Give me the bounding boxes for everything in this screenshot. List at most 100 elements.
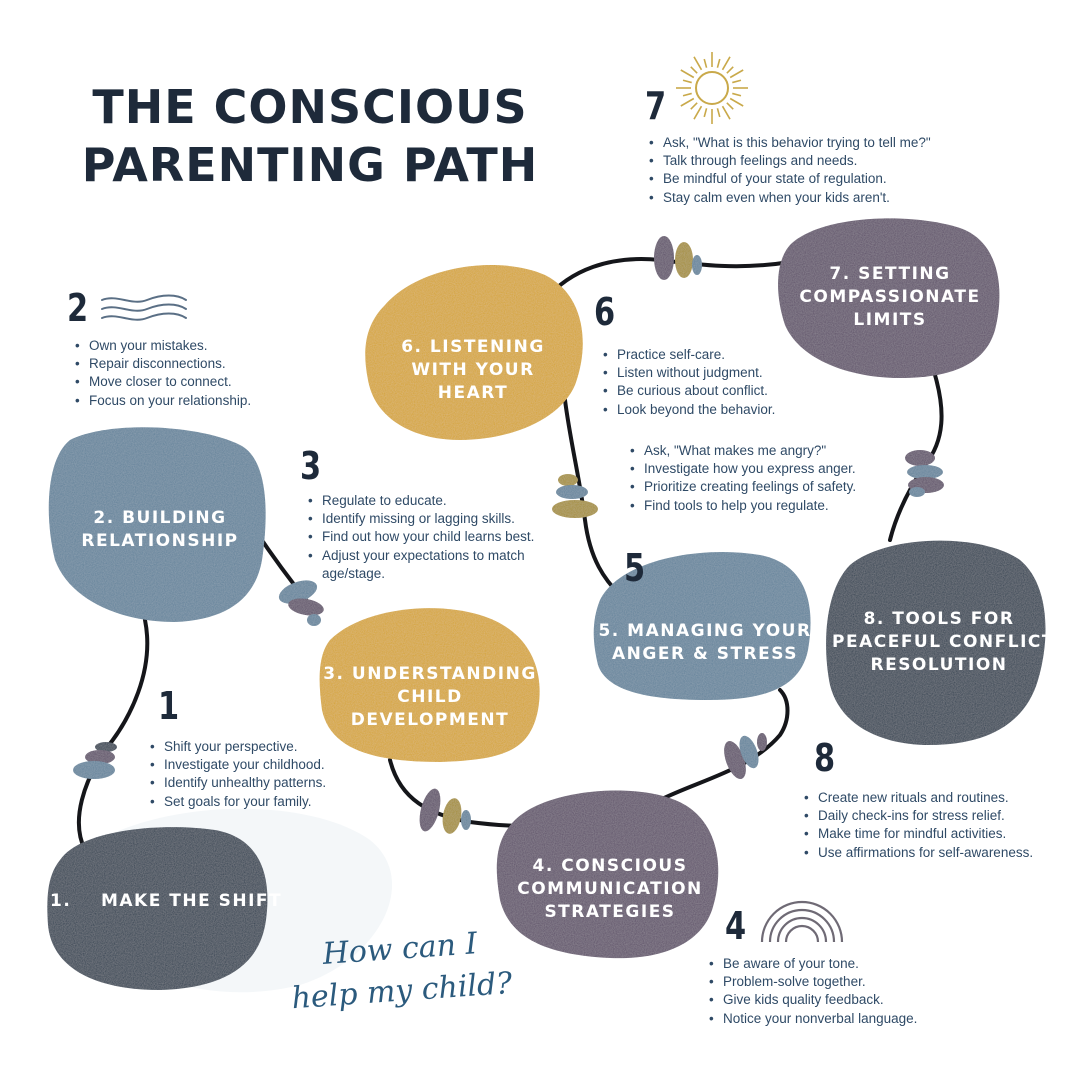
stone-4-line-2: COMMUNICATION xyxy=(517,879,703,899)
title-line-1: THE CONSCIOUS xyxy=(92,80,528,134)
step-number-2: 2 xyxy=(67,286,89,330)
sun-ray xyxy=(721,56,731,71)
tip-item: Make time for mindful activities. xyxy=(804,825,1033,843)
sun-ray xyxy=(726,102,734,110)
tip-item: Identify unhealthy patterns. xyxy=(150,774,326,792)
tip-item: Practice self-care. xyxy=(603,346,775,364)
step-number-7: 7 xyxy=(645,84,667,128)
tips-list-2: Own your mistakes. Repair disconnections… xyxy=(75,337,251,410)
tip-item: Ask, "What makes me angry?" xyxy=(630,442,856,460)
stone-5 xyxy=(593,552,811,700)
tip-item: Create new rituals and routines. xyxy=(804,789,1033,807)
step-number-3: 3 xyxy=(300,444,322,488)
tip-item: Move closer to connect. xyxy=(75,373,251,391)
tip-item: Daily check-ins for stress relief. xyxy=(804,807,1033,825)
tips-list-4: Be aware of your tone. Problem-solve tog… xyxy=(709,955,917,1028)
waves-icon xyxy=(101,294,187,321)
stone-6-label: 6. LISTENING WITH YOUR HEART xyxy=(373,336,573,405)
tips-list-6: Practice self-care. Listen without judgm… xyxy=(603,346,775,419)
tip-item: Stay calm even when your kids aren't. xyxy=(649,189,931,207)
sun-ray xyxy=(682,92,692,97)
tip-item: Own your mistakes. xyxy=(75,337,251,355)
stone-3-line-2: CHILD xyxy=(397,687,463,707)
tip-item: Find out how your child learns best. xyxy=(308,528,534,546)
stone-4-label: 4. CONSCIOUS COMMUNICATION STRATEGIES xyxy=(505,855,715,924)
pebble-stack-3 xyxy=(419,788,471,834)
tip-item: Investigate how you express anger. xyxy=(630,460,856,478)
pebble-stack-6 xyxy=(654,236,702,280)
sun-ray xyxy=(703,108,708,118)
sun-ray xyxy=(716,108,721,118)
sun-ray xyxy=(726,66,734,74)
stone-6-line-2: WITH YOUR xyxy=(411,360,535,380)
sun-ray xyxy=(729,97,744,107)
step-number-1: 1 xyxy=(158,684,180,728)
stone-4 xyxy=(496,790,719,959)
stone-7-label: 7. SETTING COMPASSIONATE LIMITS xyxy=(780,263,1000,332)
tips-list-8: Create new rituals and routines. Daily c… xyxy=(804,789,1033,862)
stone-7-line-3: LIMITS xyxy=(853,310,927,330)
stone-5-line-2: ANGER & STRESS xyxy=(612,644,798,664)
stone-4-line-3: STRATEGIES xyxy=(544,902,676,922)
stone-1-number: 1. xyxy=(50,891,72,911)
tips-list-7: Ask, "What is this behavior trying to te… xyxy=(649,134,931,207)
sun-rays xyxy=(676,52,748,124)
stone-8-line-1: 8. TOOLS FOR xyxy=(863,609,1015,629)
tip-item: Look beyond the behavior. xyxy=(603,401,775,419)
tip-item: Investigate your childhood. xyxy=(150,756,326,774)
tip-item: Repair disconnections. xyxy=(75,355,251,373)
rainbow-icon xyxy=(760,900,844,943)
stone-5-label: 5. MANAGING YOUR ANGER & STRESS xyxy=(598,620,812,666)
pebble-stack-5 xyxy=(552,474,598,518)
sun-ray xyxy=(732,92,742,97)
sun-ray xyxy=(682,79,692,84)
tip-item: Set goals for your family. xyxy=(150,793,326,811)
title-line-2: PARENTING PATH xyxy=(81,138,539,192)
stone-4-line-1: 4. CONSCIOUS xyxy=(532,856,688,876)
tip-item: Be mindful of your state of regulation. xyxy=(649,170,931,188)
pebble-stack-1 xyxy=(73,742,117,779)
tips-list-5: Ask, "What makes me angry?" Investigate … xyxy=(630,442,856,515)
stone-6-line-1: 6. LISTENING xyxy=(401,337,545,357)
sun-ray xyxy=(729,69,744,79)
tip-item: Regulate to educate. xyxy=(308,492,534,510)
sun-ray xyxy=(716,58,721,68)
pebble-stack-7 xyxy=(905,450,944,497)
step-number-8: 8 xyxy=(814,736,836,780)
tip-item: Problem-solve together. xyxy=(709,973,917,991)
stone-5-line-1: 5. MANAGING YOUR xyxy=(598,621,812,641)
tip-item: Identify missing or lagging skills. xyxy=(308,510,534,528)
stone-8-label: 8. TOOLS FOR PEACEFUL CONFLICT RESOLUTIO… xyxy=(832,608,1055,677)
sun-ray xyxy=(693,105,703,120)
tip-item: Shift your perspective. xyxy=(150,738,326,756)
tip-item: Be aware of your tone. xyxy=(709,955,917,973)
stone-6-line-3: HEART xyxy=(437,383,509,403)
sun-ray xyxy=(693,56,703,71)
stone-3-line-1: 3. UNDERSTANDING xyxy=(323,664,537,684)
stone-3 xyxy=(319,608,540,762)
stone-3-label: 3. UNDERSTANDING CHILD DEVELOPMENT xyxy=(322,663,538,732)
sun-ray xyxy=(680,69,695,79)
stone-7-line-1: 7. SETTING xyxy=(829,264,951,284)
stone-2-line-1: 2. BUILDING xyxy=(93,508,227,528)
stone-2-label: 2. BUILDING RELATIONSHIP xyxy=(60,507,260,553)
step-number-5: 5 xyxy=(624,546,646,590)
tip-item: Give kids quality feedback. xyxy=(709,991,917,1009)
stone-1-text: MAKE THE SHIFT xyxy=(100,891,283,911)
tips-list-3: Regulate to educate. Identify missing or… xyxy=(308,492,534,583)
sun-ray xyxy=(690,102,698,110)
sun-ray xyxy=(680,97,695,107)
tip-item: Listen without judgment. xyxy=(603,364,775,382)
step-number-6: 6 xyxy=(594,290,616,334)
stone-8-line-2: PEACEFUL CONFLICT xyxy=(832,632,1055,652)
tip-item: Find tools to help you regulate. xyxy=(630,497,856,515)
stone-3-line-3: DEVELOPMENT xyxy=(350,710,510,730)
sun-ray xyxy=(721,105,731,120)
sun-icon xyxy=(695,71,729,105)
tip-item: Prioritize creating feelings of safety. xyxy=(630,478,856,496)
tip-item: Adjust your expectations to match xyxy=(308,547,534,565)
sun-ray xyxy=(732,79,742,84)
stone-7-line-2: COMPASSIONATE xyxy=(799,287,981,307)
tip-item: Be curious about conflict. xyxy=(603,382,775,400)
